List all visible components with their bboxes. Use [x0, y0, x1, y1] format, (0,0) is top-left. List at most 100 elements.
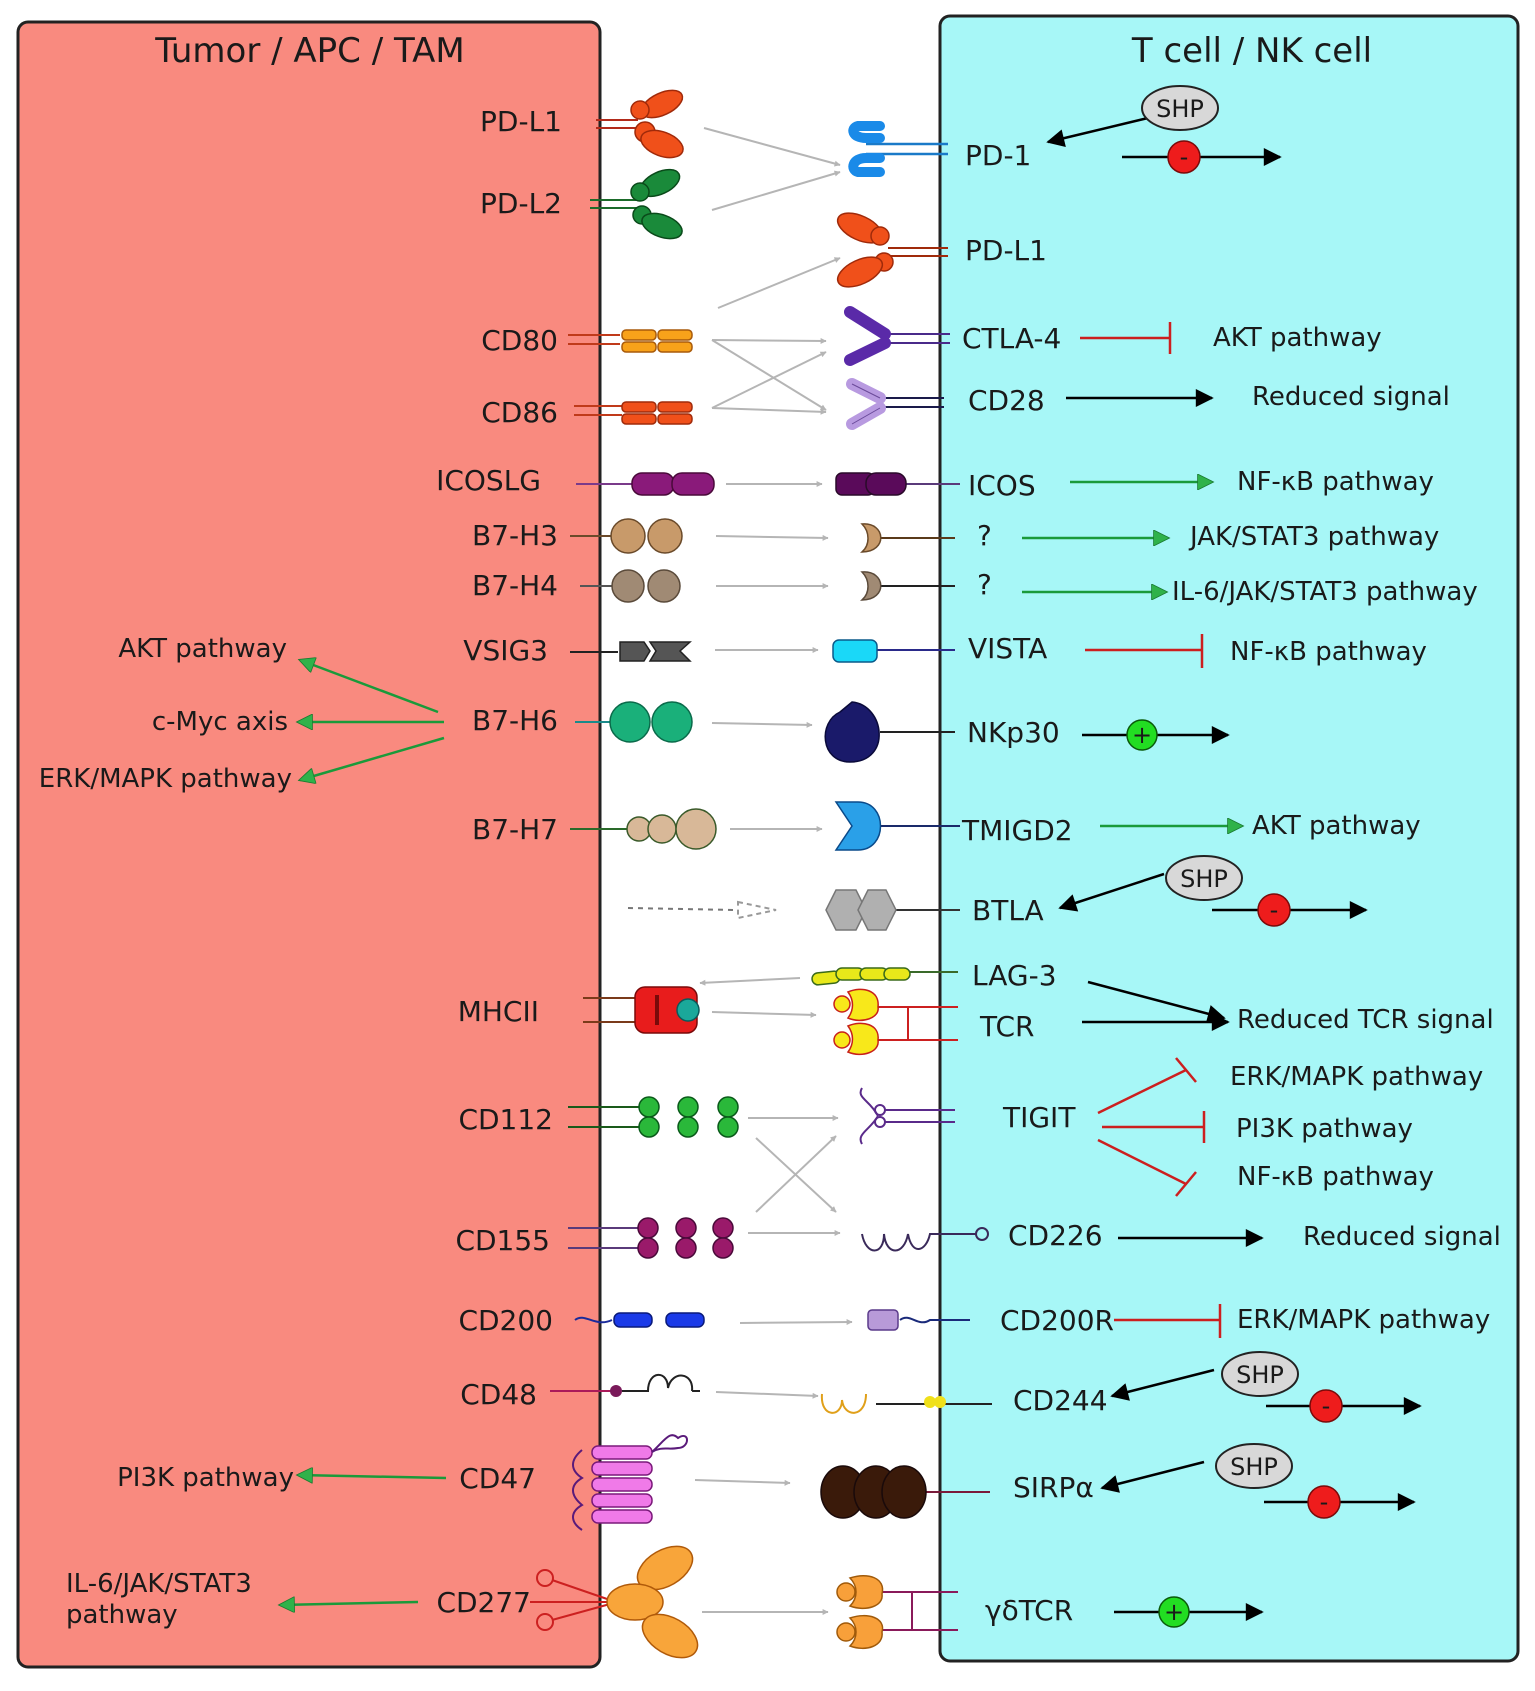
ligand-cd86: CD86 — [481, 396, 558, 429]
left-panel-title: Tumor / APC / TAM — [154, 31, 464, 71]
pd-1-receptor — [848, 121, 948, 177]
ligand-pd-l1: PD-L1 — [480, 105, 562, 138]
receptor-pd-1: PD-1 — [965, 139, 1031, 172]
right-panel-title: T cell / NK cell — [1131, 31, 1372, 71]
svg-text:SHP: SHP — [1230, 1453, 1278, 1481]
icoslg-ligand — [631, 472, 715, 496]
receptor-nkp30: NKp30 — [967, 716, 1060, 749]
outcome-cd28-reduced: Reduced signal — [1252, 382, 1450, 412]
signal-nodes: - + - - - + — [1126, 140, 1343, 1628]
cd80-ligand — [621, 329, 693, 353]
outcome-tigit-pi3k: PI3K pathway — [1236, 1114, 1413, 1144]
receptor-labels: PD-1 PD-L1 CTLA-4 CD28 ICOS ? ? VISTA NK… — [961, 139, 1114, 1627]
outcome-tigit-erk: ERK/MAPK pathway — [1230, 1062, 1483, 1092]
tigit-receptor — [859, 1087, 955, 1145]
minus-node-pd-1: - — [1167, 140, 1201, 174]
cd277-ligand — [530, 1545, 699, 1659]
svg-text:+: + — [1164, 1598, 1184, 1626]
svg-text:SHP: SHP — [1180, 865, 1228, 893]
plus-node-nkp30: + — [1126, 719, 1158, 751]
btla-unknown-arrow — [627, 900, 777, 920]
receptor-icos: ICOS — [968, 469, 1036, 502]
outcome-b7h6-akt: AKT pathway — [118, 634, 287, 664]
b7-h4-ligand — [611, 569, 681, 603]
minus-node-cd244: - — [1309, 1389, 1343, 1423]
ligand-b7-h6: B7-H6 — [472, 704, 558, 737]
lag-3-receptor — [811, 967, 958, 986]
pd-l1-ligand — [630, 89, 684, 159]
gd-tcr-receptor — [836, 1574, 958, 1650]
minus-node-btla: - — [1257, 893, 1291, 927]
pd-l2-ligand — [630, 168, 683, 240]
cd226-receptor — [861, 1227, 989, 1252]
receptor-cd200r: CD200R — [1000, 1304, 1114, 1337]
icos-receptor — [835, 472, 960, 496]
ligand-b7-h3: B7-H3 — [472, 519, 558, 552]
cd86-ligand — [621, 401, 693, 425]
outcome-b7h6-erk: ERK/MAPK pathway — [39, 764, 292, 794]
ligand-stems — [550, 119, 640, 1392]
svg-text:-: - — [1180, 143, 1189, 171]
svg-text:-: - — [1320, 1488, 1329, 1516]
btla-receptor — [825, 889, 960, 931]
outcome-ctla4-akt: AKT pathway — [1213, 323, 1382, 353]
receptor-sirpa: SIRPα — [1013, 1471, 1094, 1504]
ligand-cd200: CD200 — [458, 1304, 553, 1337]
ligand-vsig3: VSIG3 — [463, 634, 548, 667]
ctla-4-receptor — [844, 306, 950, 366]
ligand-b7-h4: B7-H4 — [472, 569, 558, 602]
minus-node-sirpa: - — [1307, 1485, 1341, 1519]
receptor-unknown-2: ? — [977, 568, 992, 601]
receptor-cd226: CD226 — [1008, 1219, 1103, 1252]
outcome-b7h3-jak: JAK/STAT3 pathway — [1188, 522, 1439, 552]
tumor-panel — [16, 20, 602, 1669]
ligand-cd112: CD112 — [458, 1103, 553, 1136]
b7-h3-ligand — [610, 518, 683, 554]
svg-text:SHP: SHP — [1156, 95, 1204, 123]
outcome-cd47-pi3k: PI3K pathway — [117, 1463, 294, 1493]
shp-badge-cd244: SHP — [1221, 1351, 1299, 1397]
right-signaling — [1022, 116, 1422, 1621]
ligand-cd80: CD80 — [481, 324, 558, 357]
outcome-tcr-reduced: Reduced TCR signal — [1237, 1005, 1494, 1035]
outcome-tmigd2-akt: AKT pathway — [1252, 811, 1421, 841]
ligand-b7-h7: B7-H7 — [472, 813, 558, 846]
receptor-unknown-1: ? — [977, 519, 992, 552]
shp-badge-pd-1: SHP — [1141, 85, 1219, 131]
plus-node-gd-tcr: + — [1158, 1596, 1190, 1628]
cd200r-receptor — [867, 1309, 970, 1331]
vsig3-ligand — [619, 641, 692, 662]
tmigd2-receptor — [834, 801, 960, 851]
cd200-ligand — [613, 1312, 705, 1328]
receptor-vista: VISTA — [968, 632, 1047, 665]
receptor-tcr: TCR — [979, 1010, 1034, 1043]
receptor-btla: BTLA — [972, 894, 1044, 927]
ligand-labels: PD-L1 PD-L2 CD80 CD86 ICOSLG B7-H3 B7-H4… — [436, 105, 562, 1619]
receptor-cd28: CD28 — [968, 384, 1045, 417]
cd244-receptor — [820, 1393, 992, 1414]
receptor-tmigd2: TMIGD2 — [961, 814, 1073, 847]
receptor-lag-3: LAG-3 — [972, 959, 1057, 992]
outcome-tigit-nfkb: NF-κB pathway — [1237, 1162, 1434, 1192]
svg-text:SHP: SHP — [1236, 1361, 1284, 1389]
nkp30-receptor — [824, 701, 955, 763]
ligand-icoslg: ICOSLG — [436, 464, 541, 497]
b7-h4-receptor — [860, 571, 955, 601]
cd28-receptor — [846, 378, 944, 430]
shp-badges: SHP SHP SHP SHP — [1141, 85, 1299, 1489]
vista-receptor — [832, 639, 955, 663]
outcome-cd226-reduced: Reduced signal — [1303, 1222, 1501, 1252]
cd112-ligand — [638, 1096, 739, 1138]
interaction-arrows — [694, 127, 853, 1615]
cd48-ligand — [610, 1373, 700, 1397]
receptor-tigit: TIGIT — [1002, 1101, 1076, 1134]
outcome-b7h6-cmyc: c-Myc axis — [152, 707, 288, 737]
outcome-icos-nfkb: NF-κB pathway — [1237, 467, 1434, 497]
svg-text:-: - — [1322, 1392, 1331, 1420]
shp-badge-btla: SHP — [1165, 855, 1243, 901]
ligand-cd47: CD47 — [459, 1462, 536, 1495]
sirpa-receptor — [820, 1465, 990, 1519]
svg-text:-: - — [1270, 896, 1279, 924]
outcome-cd200r-erk: ERK/MAPK pathway — [1237, 1305, 1490, 1335]
